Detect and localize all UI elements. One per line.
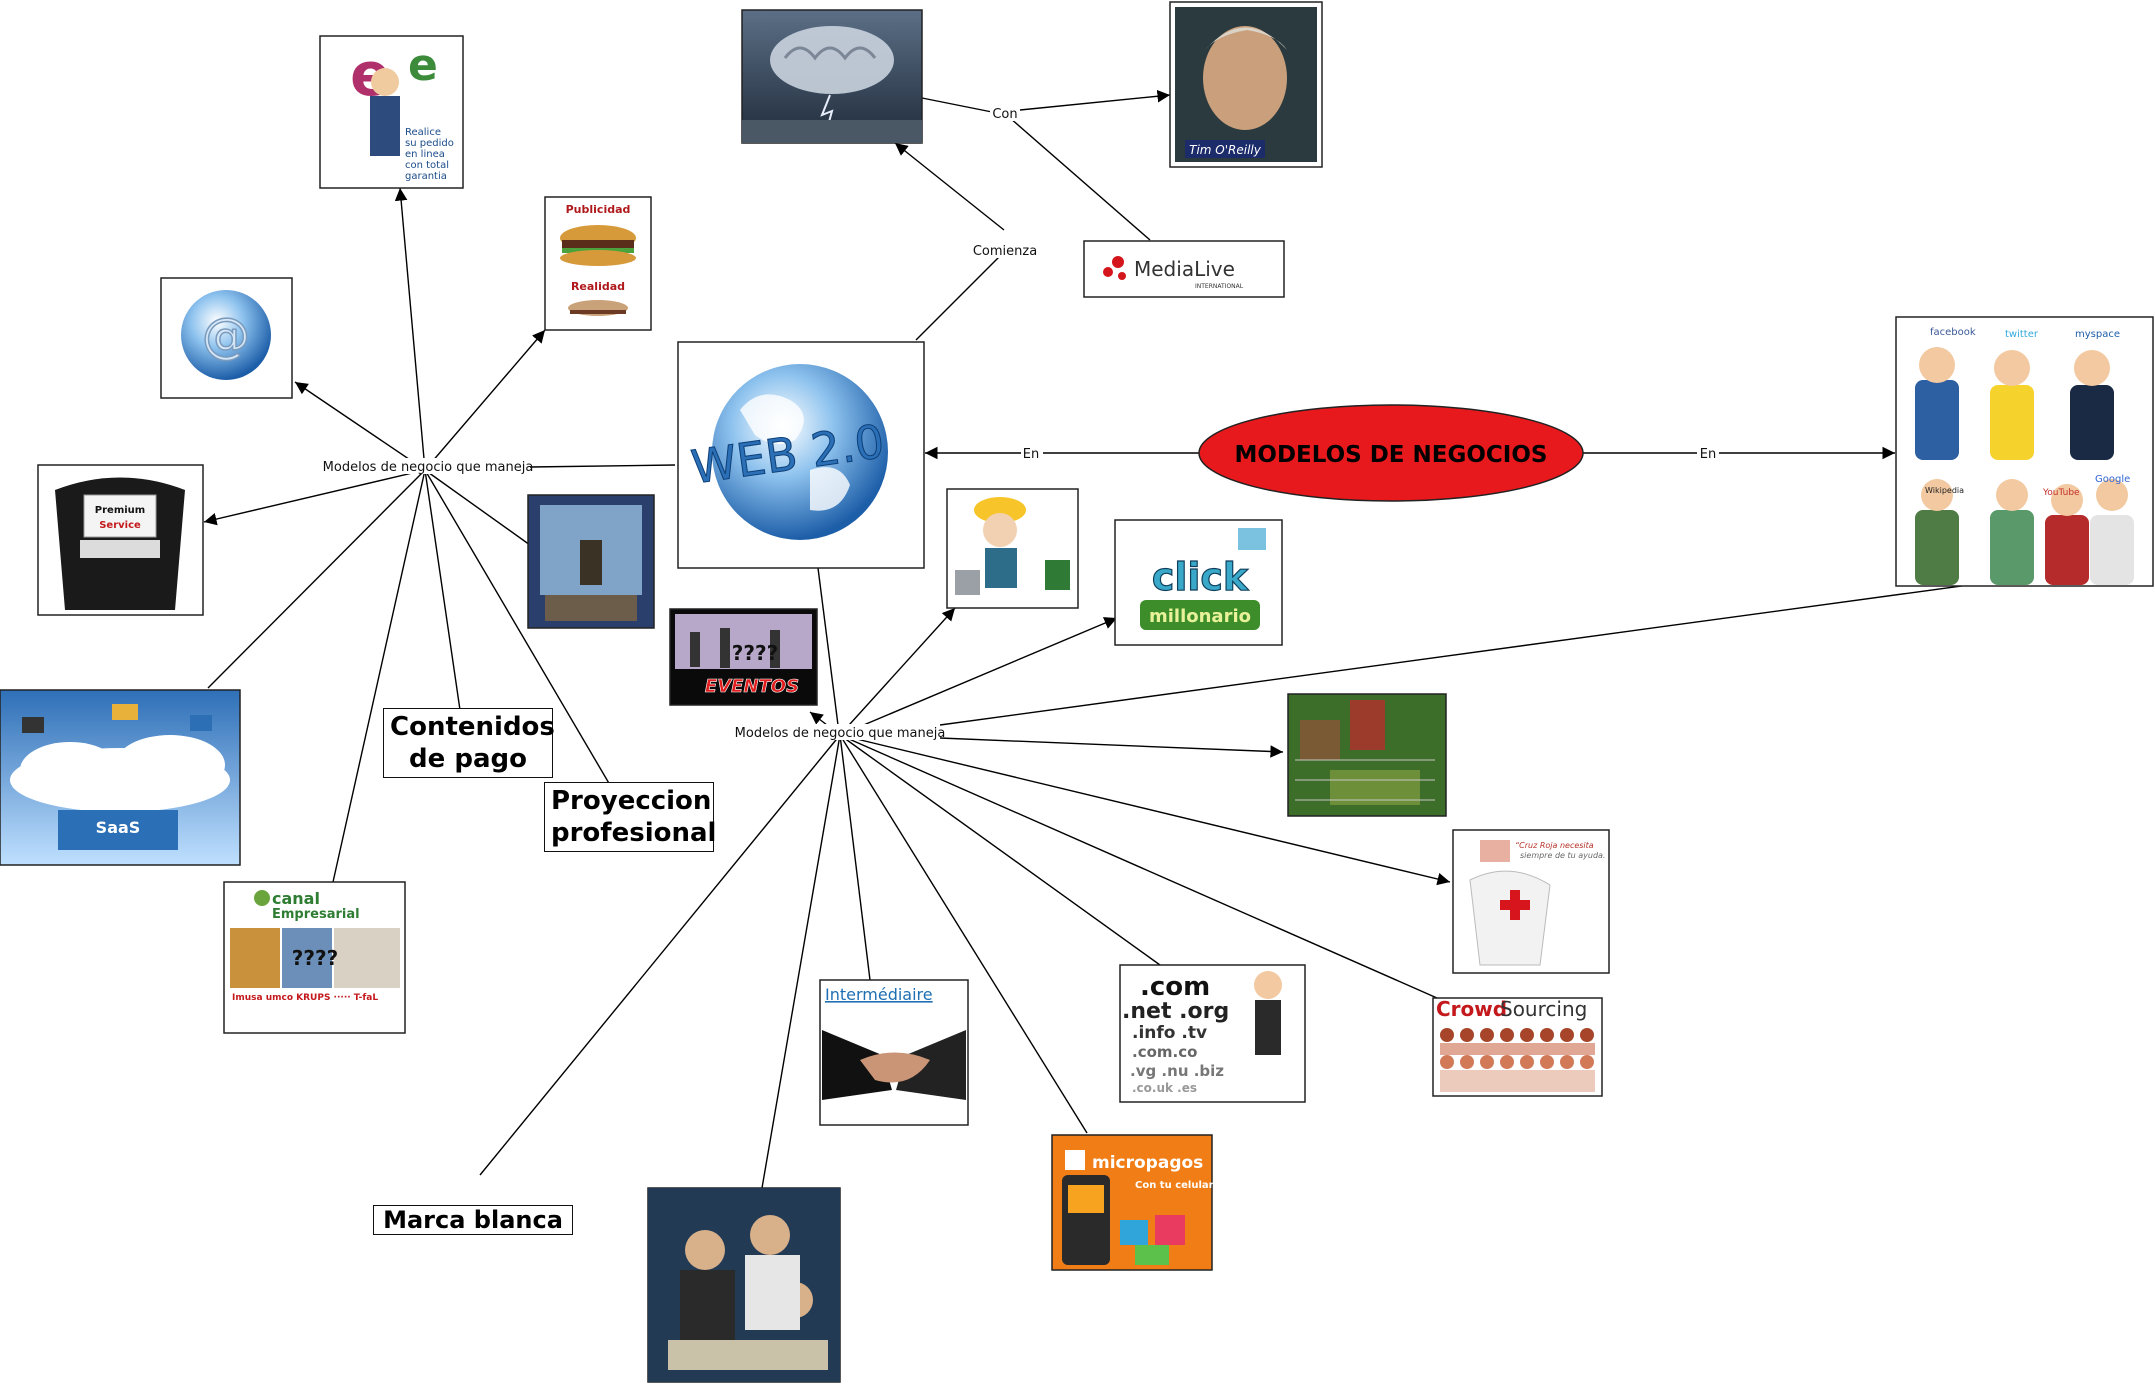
contenidos-de-pago-label: Contenidos de pago [390, 712, 555, 774]
brain-storm-image[interactable] [741, 9, 923, 144]
domain-names-image[interactable]: .com .net .org .info .tv .com.co .vg .nu… [1119, 964, 1306, 1103]
center-topic-title: MODELOS DE NEGOCIOS [1235, 442, 1548, 468]
micropagos-image[interactable]: micropagos Con tu celular Compras [1051, 1134, 1267, 1271]
eventos-label: EVENTOS [705, 676, 799, 697]
svg-text:siempre de tu ayuda.: siempre de tu ayuda. [1520, 851, 1605, 860]
domain-5: .co.uk .es [1132, 1081, 1197, 1095]
medialive-name: MediaLive [1134, 257, 1235, 281]
farm-game-image[interactable] [1287, 693, 1447, 817]
business-chess-image[interactable] [527, 494, 655, 629]
marca-blanca-label: Marca blanca [383, 1206, 563, 1234]
marca-blanca-node[interactable]: Marca blanca [373, 1205, 573, 1235]
social-facebook: facebook [1930, 327, 1976, 338]
center-topic[interactable]: MODELOS DE NEGOCIOS [1198, 404, 1584, 502]
intermediaire-image[interactable]: Intermédiaire [819, 979, 969, 1126]
click-millonario-logo[interactable]: click millonario [1114, 519, 1283, 646]
social-networks-image[interactable]: facebook twitter myspace Wikipedia Googl… [1895, 316, 2154, 587]
social-youtube: YouTube [2042, 488, 2080, 498]
domain-4: .vg .nu .biz [1130, 1062, 1224, 1080]
svg-text:e: e [408, 40, 438, 91]
premium-service-label: Service [99, 520, 141, 531]
canal-empresarial-image[interactable]: canal Empresarial ???? Imusa umco KRUPS … [223, 881, 406, 1034]
millonario-label: millonario [1149, 606, 1251, 627]
domain-2: .info .tv [1132, 1023, 1207, 1043]
domain-1: .net .org [1122, 999, 1229, 1024]
svg-text:????: ???? [732, 641, 778, 665]
micropagos-label: micropagos [1092, 1153, 1203, 1173]
social-google: Google [2095, 474, 2130, 485]
edge-label-en-right: En [1700, 447, 1716, 462]
domain-0: .com [1140, 972, 1210, 1002]
proyeccion-profesional-label: Proyeccion profesional [551, 786, 717, 848]
donation-red-cross-image[interactable]: “Cruz Roja necesita siempre de tu ayuda. [1452, 829, 1610, 974]
social-wikipedia: Wikipedia [1925, 486, 1964, 495]
freelancer-cartoon-image[interactable] [946, 488, 1079, 609]
crowdsourcing-image[interactable]: Crowd Sourcing [1432, 997, 1603, 1097]
connectors [203, 89, 2021, 1189]
realidad-label: Realidad [571, 280, 625, 293]
publicidad-label: Publicidad [566, 203, 631, 216]
publicidad-realidad-image[interactable]: Publicidad Realidad [544, 196, 652, 331]
web20-node[interactable]: WEB 2.0 [677, 341, 925, 569]
email-globe-icon[interactable]: @ [160, 277, 293, 399]
medialive-logo[interactable]: MediaLive INTERNATIONAL [1083, 240, 1285, 298]
tim-oreilly-photo[interactable]: Tim O'Reilly [1169, 1, 1323, 168]
svg-text:@: @ [202, 308, 250, 364]
edge-label-en-left: En [1023, 447, 1039, 462]
edge-label-comienza: Comienza [973, 244, 1037, 259]
social-myspace: myspace [2075, 329, 2120, 340]
premium-label: Premium [95, 505, 145, 516]
edge-label-con: Con [992, 107, 1017, 122]
domain-3: .com.co [1132, 1043, 1197, 1061]
edge-labels: En En Comienza Con Modelos de negocio qu… [323, 105, 1719, 741]
svg-text:Imusa umco KRUPS ····· T-f: Imusa umco KRUPS ····· T-faL [232, 993, 378, 1003]
canal-title: canal [272, 889, 320, 908]
edge-label-models-right: Modelos de negocio que maneja [735, 726, 946, 741]
edge-label-models-left: Modelos de negocio que maneja [323, 460, 534, 475]
contenidos-de-pago-node[interactable]: Contenidos de pago [383, 708, 555, 778]
social-twitter: twitter [2005, 329, 2039, 340]
canal-sub: Empresarial [272, 907, 360, 922]
crowd-label-2: Sourcing [1500, 997, 1587, 1021]
business-meeting-photo[interactable] [647, 1187, 841, 1383]
micropagos-sub: Con tu celular Compras [1135, 1180, 1267, 1191]
medialive-sub: INTERNATIONAL [1195, 283, 1244, 290]
proyeccion-profesional-node[interactable]: Proyeccion profesional [544, 782, 717, 852]
click-label: click [1152, 555, 1249, 599]
intermediaire-label: Intermédiaire [825, 985, 933, 1004]
crowd-label-1: Crowd [1436, 997, 1507, 1021]
eventos-image[interactable]: ???? EVENTOS [669, 608, 818, 706]
premium-service-image[interactable]: Premium Service [37, 464, 204, 616]
saas-cloud-image[interactable]: SaaS [0, 689, 241, 866]
svg-text:“Cruz Roja necesita: “Cruz Roja necesita [1515, 841, 1594, 850]
tim-oreilly-caption: Tim O'Reilly [1189, 143, 1262, 157]
svg-text:????: ???? [292, 946, 338, 970]
saas-label: SaaS [96, 818, 141, 837]
